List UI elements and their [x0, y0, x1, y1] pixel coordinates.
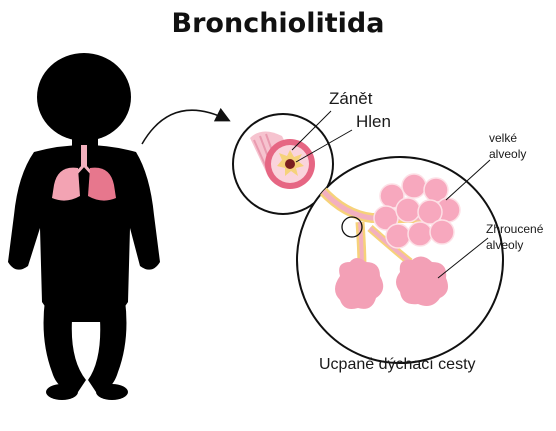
label-collapsed-alveoli-line1: Zhroucené: [486, 222, 544, 236]
pointer-arrow: [141, 107, 231, 145]
collapsed-alveoli-cluster: [335, 256, 448, 309]
label-large-alveoli: velké alveoly: [489, 130, 526, 162]
large-alveoli-pointer: [445, 159, 491, 201]
inflammation-pointer: [291, 110, 332, 151]
bronchiole-cross-section: [232, 113, 334, 215]
diagram-title: Bronchiolitida: [171, 8, 385, 39]
label-large-alveoli-line2: alveoly: [489, 147, 527, 161]
lungs-icon: [52, 145, 116, 201]
label-collapsed-alveoli-line2: alveoly: [486, 238, 524, 252]
label-large-alveoli-line1: velké: [489, 131, 518, 145]
baby-silhouette: [8, 53, 160, 400]
label-inflammation: Zánět: [329, 89, 373, 108]
large-alveoli-cluster: [373, 173, 461, 249]
label-mucus: Hlen: [356, 112, 391, 131]
mucus-pointer: [295, 129, 353, 163]
collapsed-alveoli-pointer: [437, 237, 489, 279]
label-collapsed-alveoli: Zhroucené alveoly: [486, 221, 543, 253]
alveoli-detail-circle: [296, 156, 504, 364]
caption-blocked-airways: Ucpané dýchací cesty: [319, 356, 476, 373]
